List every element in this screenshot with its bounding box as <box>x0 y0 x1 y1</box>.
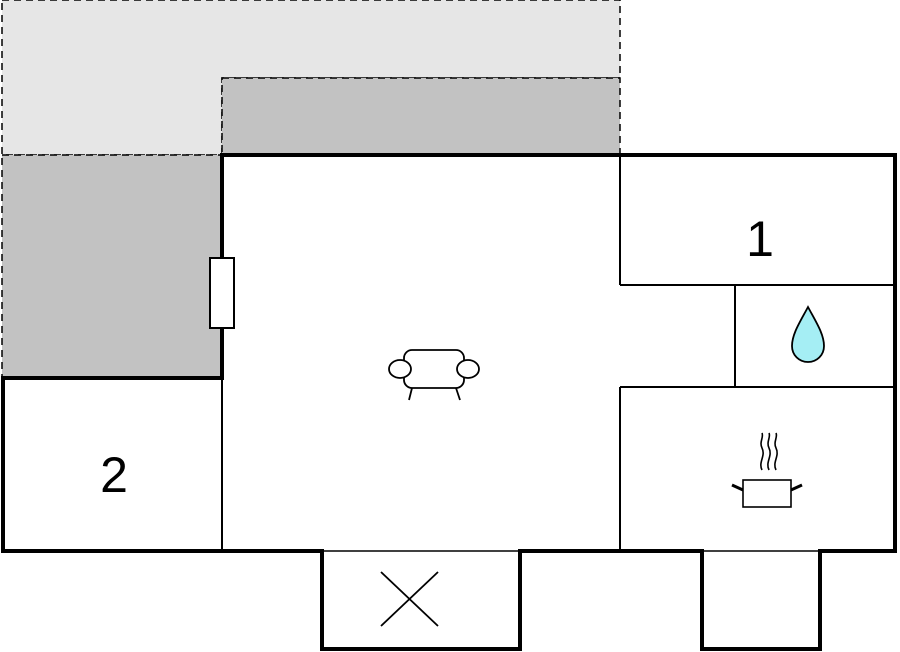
terrace-areas <box>1 0 621 379</box>
water-drop-icon <box>791 305 825 363</box>
room-label-2: 2 <box>100 447 128 503</box>
terrace-dark-left <box>1 154 223 379</box>
sofa-icon <box>388 349 480 401</box>
cross-mark-icon <box>380 571 439 627</box>
interior-walls <box>221 155 895 551</box>
terrace-dark-upper <box>221 77 621 156</box>
cooking-pot-icon <box>731 432 803 508</box>
room-label-1: 1 <box>746 211 774 267</box>
window <box>209 257 235 329</box>
